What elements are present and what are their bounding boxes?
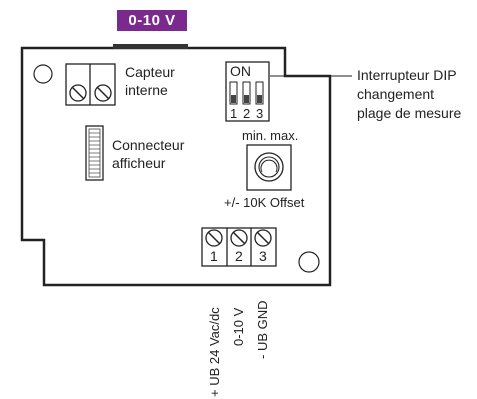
pot-minmax-label: min. max. [242, 128, 299, 143]
terminal-screw-2 [230, 229, 248, 247]
terminal-screw-3 [254, 229, 272, 247]
terminal-screw-1 [205, 229, 223, 247]
dip-on-label: ON [230, 63, 251, 79]
dip-number-2: 2 [243, 106, 251, 121]
dip-switch-3 [255, 81, 264, 105]
terminal-number-3: 3 [259, 248, 267, 264]
mounting-hole-top-left [33, 64, 53, 84]
pot-offset-label: +/- 10K Offset [224, 195, 305, 210]
dip-number-3: 3 [256, 106, 264, 121]
dip-number-1: 1 [230, 106, 238, 121]
board-outline [20, 46, 332, 287]
terminal-label-2: 0-10 V [231, 307, 246, 346]
display-connector-line1: Connecteur [112, 137, 185, 153]
display-connector [85, 125, 104, 181]
terminal-label-1: + UB 24 Vac/dc [207, 307, 222, 397]
sensor-label-line2: interne [125, 82, 168, 98]
terminal-number-1: 1 [210, 248, 218, 264]
callout-line3: plage de mesure [357, 105, 462, 121]
terminal-number-2: 2 [235, 248, 243, 264]
callout-line2: changement [357, 86, 435, 102]
terminal-label-3: - UB GND [255, 300, 270, 360]
callout-line1: Interrupteur DIP [357, 67, 457, 83]
mounting-hole-bottom-right [298, 251, 320, 273]
sensor-label-line1: Capteur [125, 64, 175, 80]
dip-switch [225, 61, 270, 122]
board-notch [113, 44, 188, 49]
terminal-block [201, 227, 277, 267]
sensor-screw-1 [69, 84, 87, 102]
dip-switch-2 [242, 81, 251, 105]
dip-switch-1 [229, 81, 238, 105]
display-connector-line2: afficheur [112, 155, 166, 171]
sensor-screw-2 [94, 84, 112, 102]
potentiometer [246, 144, 292, 191]
title-badge: 0-10 V [117, 10, 187, 31]
